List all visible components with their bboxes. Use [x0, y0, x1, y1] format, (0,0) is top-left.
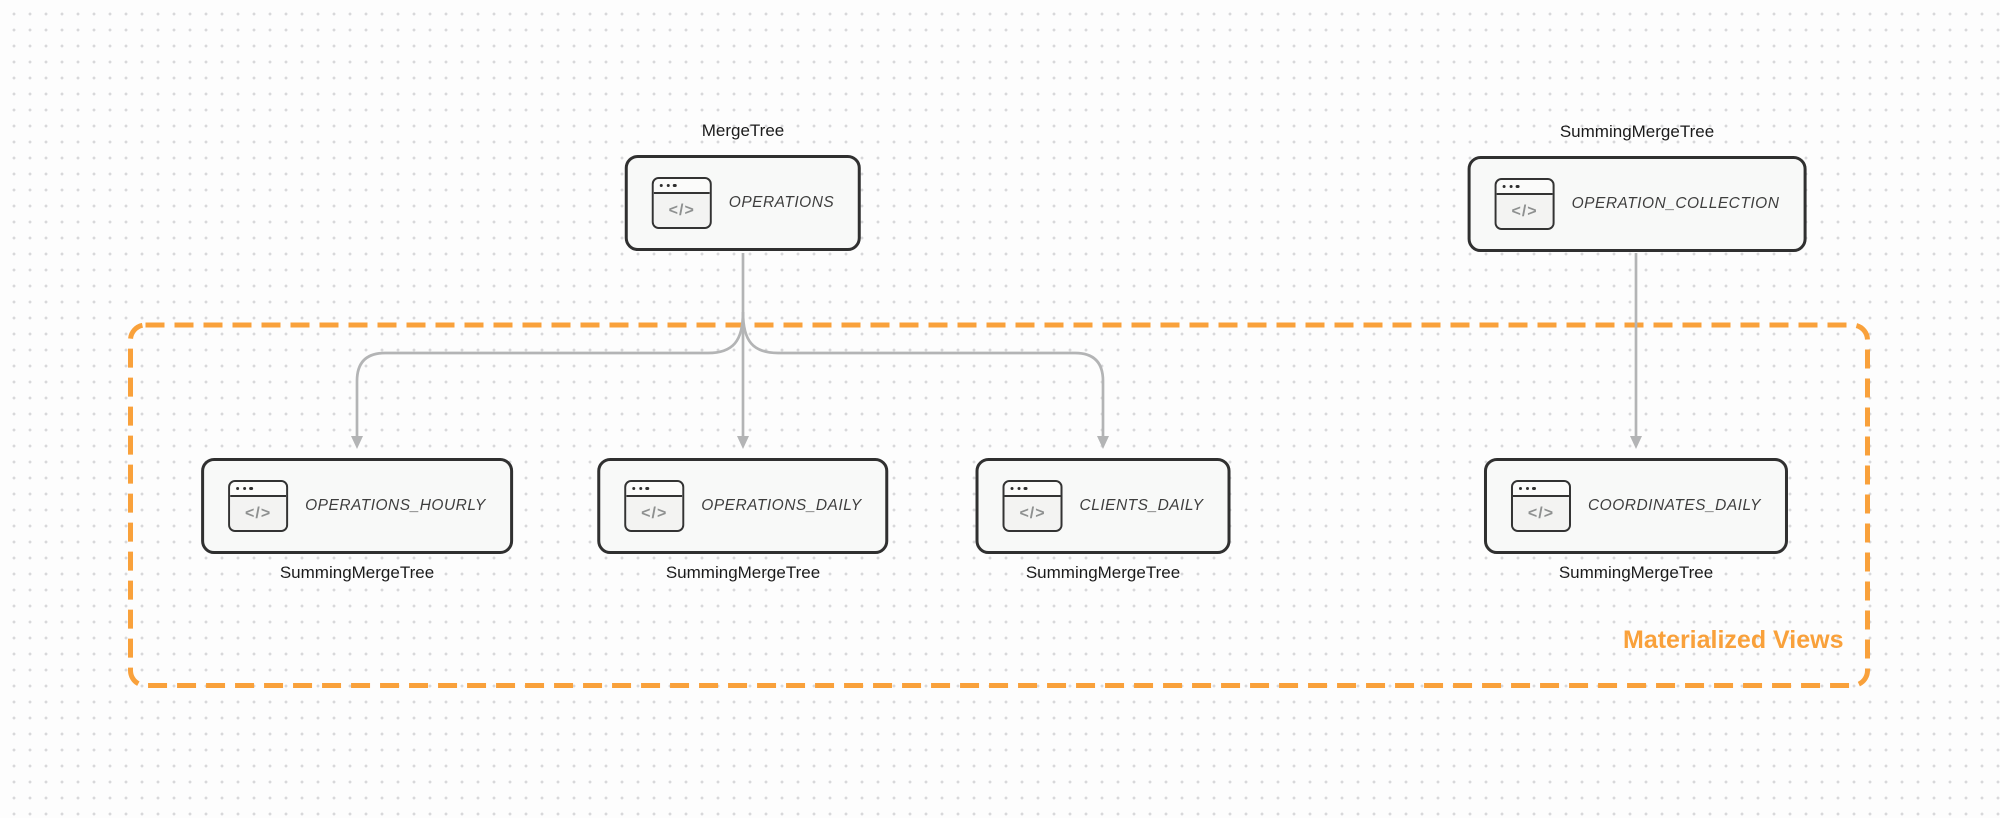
node-title-operations-hourly: OPERATIONS_HOURLY: [305, 497, 486, 514]
code-glyph: </>: [1496, 195, 1553, 228]
code-glyph: </>: [1512, 497, 1569, 530]
window-titlebar: [626, 482, 683, 497]
node-title-operations: OPERATIONS: [728, 194, 835, 211]
node-operation-collection[interactable]: </> OPERATION_COLLECTION: [1467, 156, 1807, 252]
materialized-views-label: Materialized Views: [1623, 626, 1844, 654]
edge-operations-to-operations-hourly: [351, 311, 745, 449]
node-operations[interactable]: </> OPERATIONS: [624, 155, 862, 251]
engine-label-coordinates-daily: SummingMergeTree: [1558, 563, 1714, 582]
code-window-icon: </>: [1494, 178, 1555, 230]
window-titlebar: [230, 482, 287, 497]
window-titlebar: [653, 179, 710, 194]
code-window-icon: </>: [624, 480, 685, 532]
code-window-icon: </>: [651, 177, 712, 229]
code-window-icon: </>: [1510, 480, 1571, 532]
node-title-coordinates-daily: COORDINATES_DAILY: [1587, 497, 1762, 514]
node-title-clients-daily: CLIENTS_DAILY: [1079, 497, 1204, 514]
code-glyph: </>: [230, 497, 287, 530]
node-title-operations-daily: OPERATIONS_DAILY: [701, 497, 862, 514]
node-title-operation-collection: OPERATION_COLLECTION: [1571, 195, 1780, 212]
engine-label-operations-daily: SummingMergeTree: [665, 563, 821, 582]
code-glyph: </>: [1004, 497, 1061, 530]
code-window-icon: </>: [228, 480, 289, 532]
code-glyph: </>: [626, 497, 683, 530]
node-operations-hourly[interactable]: </> OPERATIONS_HOURLY: [201, 458, 513, 554]
engine-label-operations: MergeTree: [701, 121, 785, 140]
window-titlebar: [1496, 180, 1553, 195]
code-window-icon: </>: [1002, 480, 1063, 532]
node-operations-daily[interactable]: </> OPERATIONS_DAILY: [597, 458, 889, 554]
engine-label-operations-hourly: SummingMergeTree: [279, 563, 435, 582]
engine-label-clients-daily: SummingMergeTree: [1025, 563, 1181, 582]
window-titlebar: [1512, 482, 1569, 497]
engine-label-operation-collection: SummingMergeTree: [1559, 122, 1715, 141]
node-coordinates-daily[interactable]: </> COORDINATES_DAILY: [1483, 458, 1789, 554]
window-titlebar: [1004, 482, 1061, 497]
node-clients-daily[interactable]: </> CLIENTS_DAILY: [975, 458, 1231, 554]
edge-operations-to-clients-daily: [741, 311, 1109, 449]
code-glyph: </>: [653, 194, 710, 227]
